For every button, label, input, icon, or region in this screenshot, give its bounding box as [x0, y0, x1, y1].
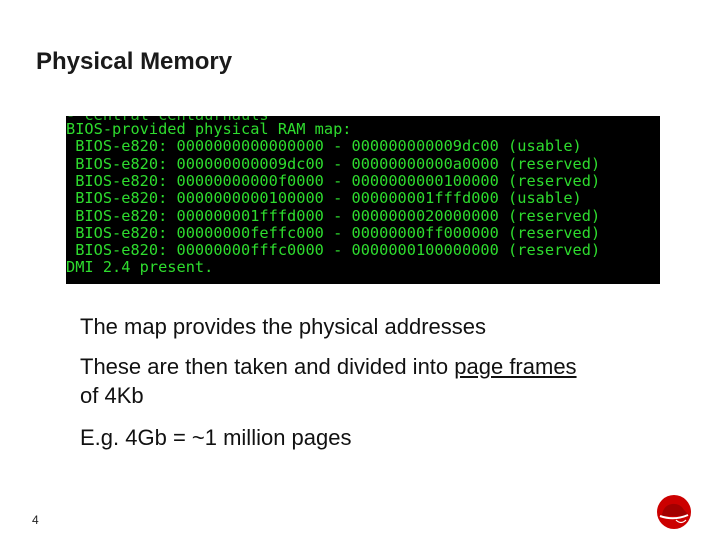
body-text-line: E.g. 4Gb = ~1 million pages [80, 425, 352, 450]
red-hat-logo-icon [654, 494, 694, 530]
terminal-line: BIOS-provided physical RAM map: [66, 120, 352, 138]
body-text-line: These are then taken and divided into pa… [80, 354, 577, 380]
terminal-line: DMI 2.4 present. [66, 258, 214, 277]
terminal-screenshot: - central centaurhauls BIOS-provided phy… [66, 116, 660, 284]
body-text-line: The map provides the physical addresses [80, 314, 486, 339]
terminal-line: BIOS-e820: 0000000000000000 - 0000000000… [66, 137, 582, 156]
terminal-line: BIOS-e820: 000000000009dc00 - 0000000000… [66, 154, 601, 173]
terminal-line: BIOS-e820: 000000001fffd000 - 0000000020… [66, 206, 601, 225]
terminal-line: BIOS-e820: 0000000000100000 - 000000001f… [66, 189, 582, 208]
body-text-line: of 4Kb [80, 383, 144, 408]
terminal-line: BIOS-e820: 00000000000f0000 - 0000000000… [66, 171, 601, 190]
page-title: Physical Memory [36, 48, 233, 75]
page-number: 4 [32, 513, 39, 527]
terminal-line: BIOS-e820: 00000000fffc0000 - 0000000100… [66, 241, 601, 260]
terminal-partial-line: - central centaurhauls [66, 116, 269, 124]
terminal-line: BIOS-e820: 00000000feffc000 - 00000000ff… [66, 223, 601, 242]
page-frames-link[interactable]: page frames [454, 354, 577, 379]
body-text-segment: These are then taken and divided into [80, 354, 455, 379]
